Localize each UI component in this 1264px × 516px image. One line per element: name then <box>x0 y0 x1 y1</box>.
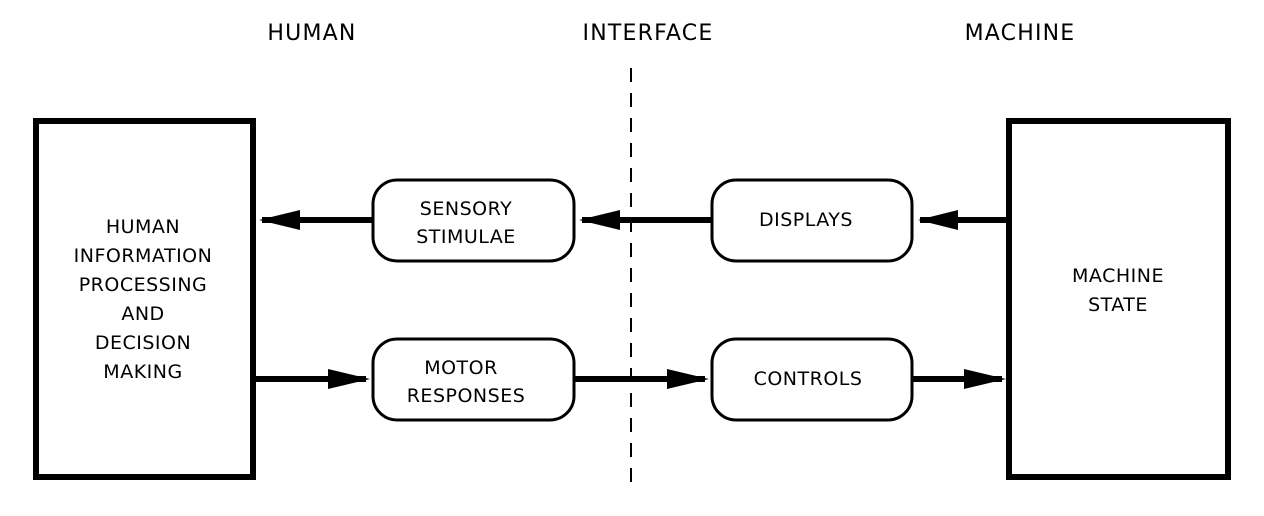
human-processing-label-line-5: DECISION <box>95 332 191 354</box>
machine-state-box <box>1006 118 1231 480</box>
sensory-stimulae-box <box>371 178 576 263</box>
human-processing-label-line-6: MAKING <box>103 361 182 383</box>
machine-state-label-line-2: STATE <box>1088 294 1148 316</box>
motor-responses-label-line-2: RESPONSES <box>407 385 526 407</box>
arrowhead-motor-to-controls <box>667 369 709 389</box>
human-processing-label-line-1: HUMAN <box>106 216 180 238</box>
controls-label: CONTROLS <box>754 368 863 390</box>
human-processing-label-line-3: PROCESSING <box>79 274 208 296</box>
header-interface: INTERFACE <box>583 21 714 46</box>
sensory-stimulae-label-line-2: STIMULAE <box>416 226 516 248</box>
arrowhead-displays-to-sensory <box>579 210 620 230</box>
arrowhead-sensory-to-human <box>259 210 300 230</box>
motor-responses-label-line-1: MOTOR <box>424 357 498 379</box>
header-machine: MACHINE <box>965 21 1076 46</box>
arrowhead-controls-to-machine <box>964 369 1006 389</box>
machine-state-label-line-1: MACHINE <box>1072 265 1164 287</box>
human-processing-label-line-4: AND <box>121 303 164 325</box>
displays-label: DISPLAYS <box>759 209 853 231</box>
arrowhead-human-to-motor <box>328 369 370 389</box>
motor-responses-box <box>371 337 576 422</box>
arrowhead-machine-to-displays <box>918 210 958 230</box>
human-processing-box <box>33 118 256 480</box>
sensory-stimulae-label-line-1: SENSORY <box>420 198 512 220</box>
human-processing-label-line-2: INFORMATION <box>74 245 213 267</box>
header-human: HUMAN <box>267 21 356 46</box>
